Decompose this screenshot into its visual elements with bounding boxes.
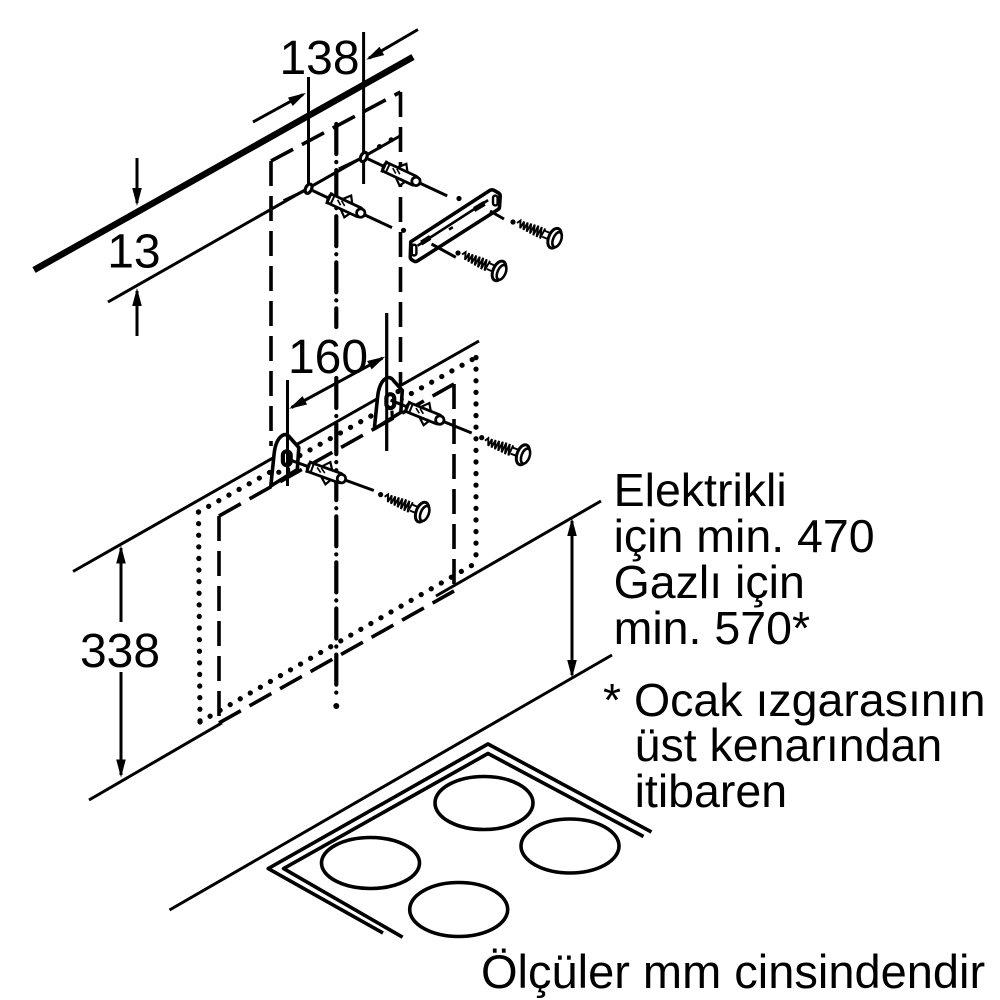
svg-text:* Ocak ızgarasının: * Ocak ızgarasının [603,674,986,726]
svg-text:Elektrikli: Elektrikli [614,464,787,516]
svg-text:için min. 470: için min. 470 [614,510,875,562]
svg-text:338: 338 [80,625,160,678]
svg-text:min. 570*: min. 570* [614,602,810,654]
svg-text:138: 138 [279,32,359,85]
svg-text:üst kenarından: üst kenarından [635,719,943,771]
svg-text:Ölçüler mm cinsindendir: Ölçüler mm cinsindendir [481,945,985,998]
svg-text:Gazlı için: Gazlı için [614,556,805,608]
svg-text:160: 160 [288,331,368,384]
svg-text:13: 13 [107,226,160,279]
svg-text:itibaren: itibaren [635,765,788,817]
